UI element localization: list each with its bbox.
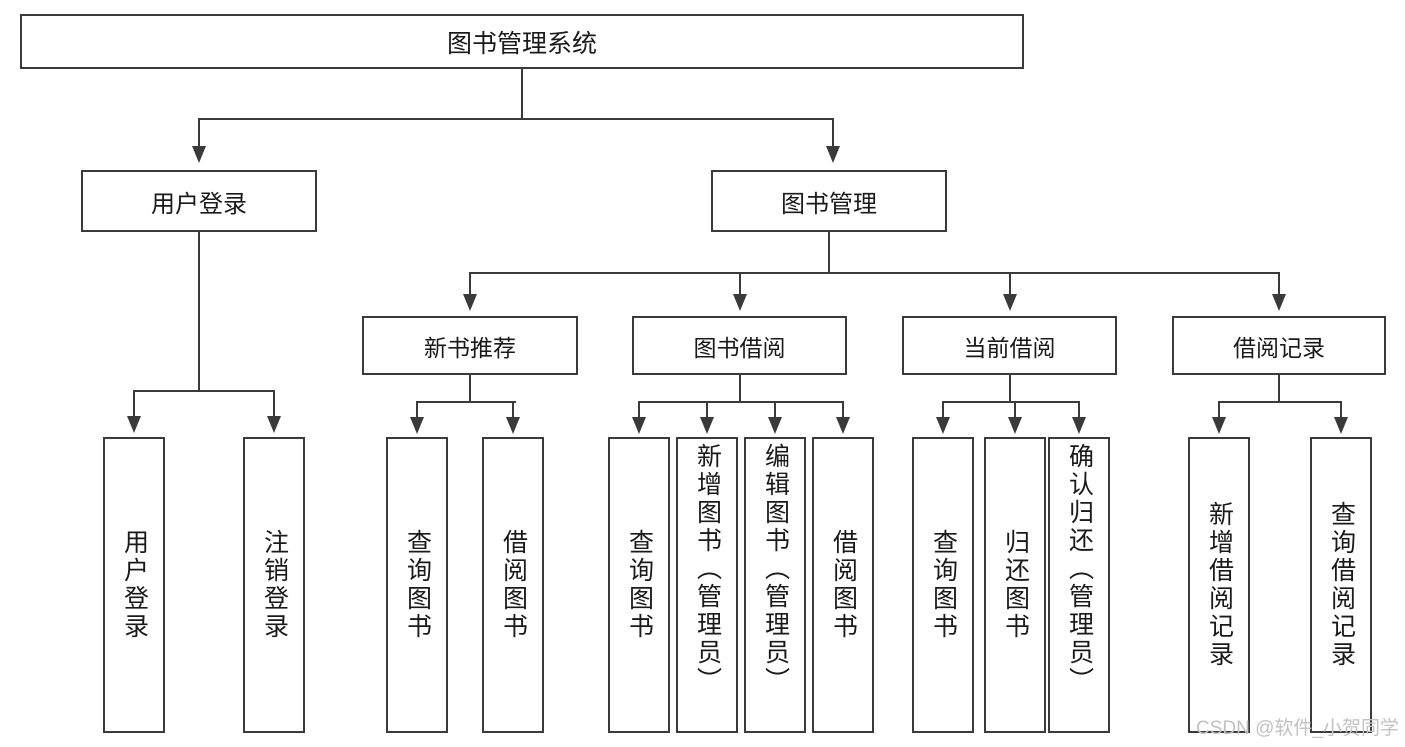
connector-user-login-bus — [133, 390, 275, 392]
arrowhead-ul-to-leaf-1 — [267, 416, 281, 433]
connector-borrow-record-bus — [1218, 401, 1342, 403]
arrowhead-bb-to-leaf-1 — [700, 417, 714, 434]
arrowhead-bm-to-book-borrow — [733, 294, 747, 311]
arrowhead-cb-to-leaf-1 — [1008, 417, 1022, 434]
leaf-node[interactable]: 用户登录 — [103, 437, 165, 733]
connector-bm-to-new-book — [469, 272, 471, 296]
node-book-management[interactable]: 图书管理 — [711, 170, 947, 232]
connector-nb-to-leaf-1 — [512, 401, 514, 419]
connector-user-login-stem — [198, 232, 200, 392]
connector-ul-to-leaf-1 — [273, 390, 275, 418]
node-user-login[interactable]: 用户登录 — [81, 170, 317, 232]
node-book-management-system[interactable]: 图书管理系统 — [20, 14, 1024, 69]
connector-borrow-record-stem — [1278, 375, 1280, 403]
connector-br-to-leaf-0 — [1218, 401, 1220, 419]
connector-bm-to-current-borrow — [1009, 272, 1011, 296]
connector-root-to-book-management — [832, 118, 834, 148]
arrowhead-root-to-book-management — [826, 146, 840, 163]
node-book-borrowing[interactable]: 图书借阅 — [632, 316, 847, 375]
leaf-node[interactable]: 查询借阅记录 — [1310, 437, 1372, 733]
connector-bb-to-leaf-1 — [706, 401, 708, 419]
arrowhead-bb-to-leaf-3 — [836, 417, 850, 434]
node-new-book-recommendation[interactable]: 新书推荐 — [362, 316, 578, 375]
arrowhead-br-to-leaf-0 — [1212, 417, 1226, 434]
arrowhead-bm-to-borrow-record — [1272, 294, 1286, 311]
connector-cb-to-leaf-0 — [942, 401, 944, 419]
node-borrowing-record[interactable]: 借阅记录 — [1172, 316, 1386, 375]
arrowhead-bm-to-current-borrow — [1003, 294, 1017, 311]
arrowhead-bb-to-leaf-0 — [632, 417, 646, 434]
connector-bb-to-leaf-3 — [842, 401, 844, 419]
leaf-node[interactable]: 新增借阅记录 — [1188, 437, 1250, 733]
leaf-node[interactable]: 借阅图书 — [812, 437, 874, 733]
leaf-node[interactable]: 新增图书（管理员） — [676, 437, 738, 733]
arrowhead-cb-to-leaf-2 — [1072, 417, 1086, 434]
connector-new-book-stem — [469, 375, 471, 403]
arrowhead-bm-to-new-book — [463, 294, 477, 311]
arrowhead-root-to-user-login — [192, 146, 206, 163]
leaf-node[interactable]: 确认归还（管理员） — [1048, 437, 1110, 733]
connector-root-to-user-login — [198, 118, 200, 148]
leaf-node[interactable]: 编辑图书（管理员） — [744, 437, 806, 733]
connector-root-stem — [521, 69, 523, 119]
connector-cb-to-leaf-2 — [1078, 401, 1080, 419]
connector-ul-to-leaf-0 — [133, 390, 135, 418]
connector-book-borrow-stem — [739, 375, 741, 403]
leaf-node[interactable]: 归还图书 — [984, 437, 1046, 733]
leaf-node[interactable]: 查询图书 — [608, 437, 670, 733]
connector-current-borrow-stem — [1009, 375, 1011, 403]
connector-book-management-stem — [828, 232, 830, 274]
leaf-node[interactable]: 查询图书 — [386, 437, 448, 733]
node-current-borrowing[interactable]: 当前借阅 — [902, 316, 1117, 375]
connector-cb-to-leaf-1 — [1014, 401, 1016, 419]
leaf-node[interactable]: 注销登录 — [243, 437, 305, 733]
connector-new-book-bus — [416, 401, 516, 403]
connector-nb-to-leaf-0 — [416, 401, 418, 419]
connector-book-management-bus — [469, 272, 1279, 274]
connector-bm-to-borrow-record — [1278, 272, 1280, 296]
arrowhead-br-to-leaf-1 — [1334, 417, 1348, 434]
leaf-node[interactable]: 借阅图书 — [482, 437, 544, 733]
arrowhead-nb-to-leaf-0 — [410, 417, 424, 434]
arrowhead-cb-to-leaf-0 — [936, 417, 950, 434]
connector-root-bus — [198, 118, 833, 120]
connector-bb-to-leaf-0 — [638, 401, 640, 419]
connector-current-borrow-bus — [942, 401, 1080, 403]
arrowhead-nb-to-leaf-1 — [506, 417, 520, 434]
leaf-node[interactable]: 查询图书 — [912, 437, 974, 733]
connector-book-borrow-bus — [638, 401, 844, 403]
connector-bm-to-book-borrow — [739, 272, 741, 296]
connector-br-to-leaf-1 — [1340, 401, 1342, 419]
connector-bb-to-leaf-2 — [774, 401, 776, 419]
arrowhead-ul-to-leaf-0 — [127, 416, 141, 433]
arrowhead-bb-to-leaf-2 — [768, 417, 782, 434]
